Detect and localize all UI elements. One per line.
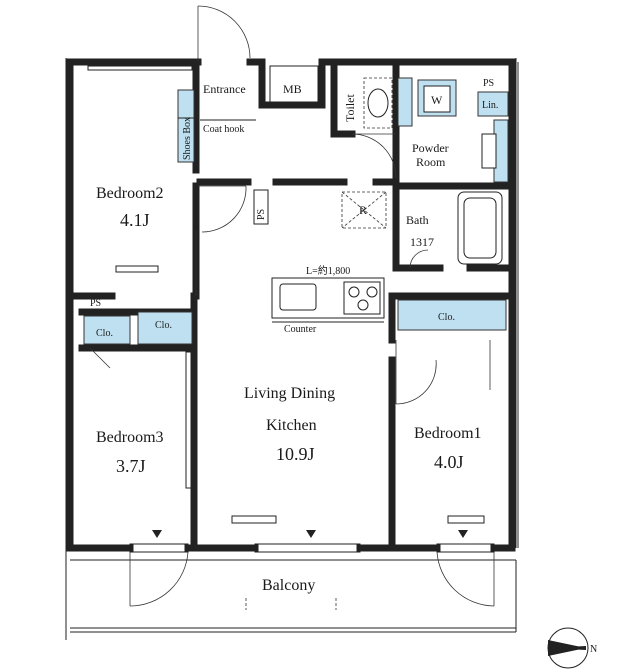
exterior-walls: [65, 58, 519, 640]
range-hood-label: R: [359, 203, 367, 217]
north-label: N: [590, 644, 597, 655]
washer-label: W: [431, 93, 443, 107]
closet-mid: [137, 311, 193, 345]
bedroom3-label: Bedroom3: [96, 429, 164, 446]
powder-room-label-2: Room: [416, 155, 446, 169]
bedroom1-window-marker: [458, 530, 468, 538]
ldk-label-1: Living Dining: [244, 385, 335, 402]
bedroom2-size: 4.1J: [120, 210, 150, 230]
entrance-label: Entrance: [203, 82, 246, 96]
coat-hook-label: Coat hook: [203, 124, 244, 135]
toilet-label: Toilet: [343, 94, 357, 122]
kitchen-length-label: L=約1,800: [306, 264, 350, 277]
mb-label: MB: [283, 82, 302, 96]
mb-box: [269, 65, 319, 103]
ldk-window-marker: [306, 530, 316, 538]
clo-mid-label: Clo.: [155, 320, 172, 331]
bath-size: 1317: [410, 235, 434, 249]
lin-label: Lin.: [482, 100, 498, 111]
linen-closet: [477, 91, 509, 117]
bedroom2-label: Bedroom2: [96, 185, 164, 202]
shoes-box-label: Shoes Box: [182, 117, 193, 160]
closet-right: [397, 299, 507, 331]
ps-mid-label: PS: [256, 209, 267, 220]
ps-top-label: PS: [483, 78, 494, 89]
balcony: [70, 551, 517, 633]
bath-room: [409, 191, 503, 269]
bedroom3-window-marker: [152, 530, 162, 538]
bedroom1-size: 4.0J: [434, 452, 464, 472]
ldk-label-2: Kitchen: [266, 417, 317, 434]
closet-left: [83, 315, 131, 345]
north-arrow-icon: [547, 627, 589, 669]
ldk-size: 10.9J: [276, 444, 315, 464]
bedroom3-size: 3.7J: [116, 456, 146, 476]
powder-room-label-1: Powder: [412, 141, 449, 155]
shoes-box: [177, 89, 195, 163]
counter-label: Counter: [284, 324, 317, 335]
bath-label: Bath: [406, 213, 429, 227]
balcony-label: Balcony: [262, 577, 315, 594]
ps-left-label: PS: [90, 298, 101, 309]
toilet-room: [351, 77, 413, 179]
clo-right-label: Clo.: [438, 312, 455, 323]
bedroom1-label: Bedroom1: [414, 425, 482, 442]
clo-left-label: Clo.: [96, 328, 113, 339]
entrance-door: [197, 5, 251, 62]
kitchen-counter: [271, 277, 385, 319]
ps-mid-box: [253, 189, 269, 225]
